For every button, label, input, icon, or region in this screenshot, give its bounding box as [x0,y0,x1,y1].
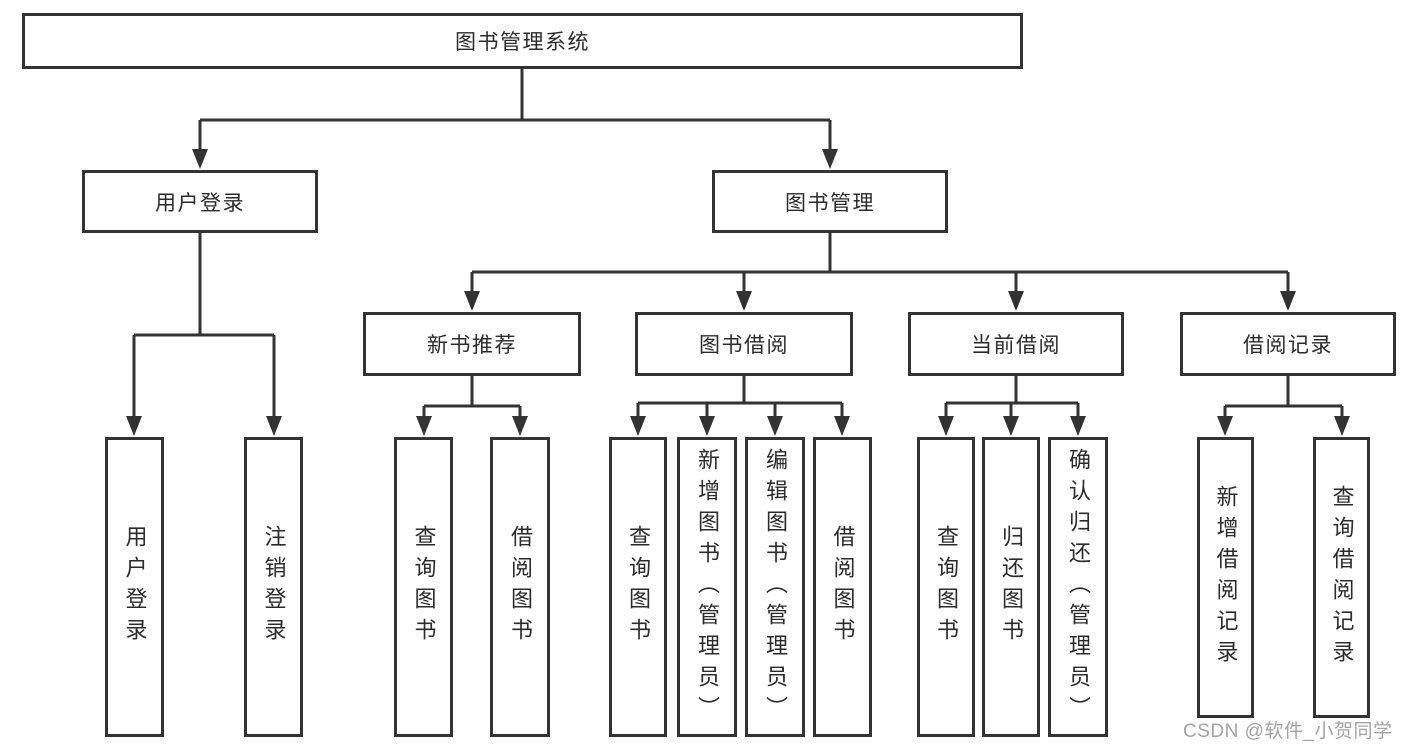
leaf-user-login-label: 用户登录 [122,525,148,649]
node-root-label: 图书管理系统 [455,31,590,54]
leaf-logout-label: 注销登录 [261,525,287,649]
node-new-book-recommend: 新书推荐 [363,312,581,376]
leaf-borrow-books-label: 借阅图书 [830,525,856,649]
watermark-text: CSDN @软件_小贺同学 [1183,721,1393,742]
leaf-user-login: 用户登录 [105,437,164,737]
leaf-edit-book-admin-label: 编辑图书（管理员） [763,447,788,727]
leaf-logout: 注销登录 [244,437,303,737]
leaf-confirm-return-admin-label: 确认归还（管理员） [1066,447,1091,727]
leaf-return-book: 归还图书 [982,437,1040,737]
leaf-add-borrow-record: 新增借阅记录 [1197,437,1254,718]
node-book-borrow: 图书借阅 [635,312,853,376]
connector-root-to-level2 [198,69,832,152]
leaf-query-books-borrow: 查询图书 [609,437,667,737]
node-borrow-records: 借阅记录 [1180,312,1396,376]
leaf-borrow-books-recommend-label: 借阅图书 [508,525,533,649]
node-book-borrow-label: 图书借阅 [699,334,789,357]
connector-book-borrow-children [636,376,844,419]
leaf-add-book-admin-label: 新增图书（管理员） [695,447,720,727]
node-root: 图书管理系统 [22,13,1023,69]
node-new-book-recommend-label: 新书推荐 [427,334,517,357]
leaf-query-books-recommend: 查询图书 [394,437,453,737]
leaf-query-books-recommend-label: 查询图书 [411,525,437,649]
leaf-query-books-current-label: 查询图书 [934,525,959,649]
connector-book-mgmt-to-level3 [470,233,1290,294]
leaf-query-books-current: 查询图书 [917,437,975,737]
connector-user-login-children [132,233,276,419]
node-current-borrow-label: 当前借阅 [971,334,1061,357]
node-user-login: 用户登录 [82,170,318,233]
arrowhead-icons [126,149,1350,436]
connector-borrow-record-children [1223,376,1344,419]
node-book-management: 图书管理 [712,170,948,233]
leaf-add-book-admin: 新增图书（管理员） [677,437,737,737]
leaf-query-books-borrow-label: 查询图书 [626,525,651,649]
leaf-query-borrow-record-label: 查询借阅记录 [1329,484,1355,671]
leaf-return-book-label: 归还图书 [999,525,1024,649]
node-user-login-label: 用户登录 [155,191,245,215]
connector-new-book-children [422,376,522,419]
node-current-borrow: 当前借阅 [908,312,1124,376]
leaf-edit-book-admin: 编辑图书（管理员） [745,437,805,737]
leaf-confirm-return-admin: 确认归还（管理员） [1048,437,1108,737]
node-borrow-records-label: 借阅记录 [1243,334,1333,357]
leaf-borrow-books: 借阅图书 [813,437,872,737]
leaf-borrow-books-recommend: 借阅图书 [490,437,550,737]
connector-current-borrow-children [944,376,1080,419]
leaf-query-borrow-record: 查询借阅记录 [1313,437,1370,718]
leaf-add-borrow-record-label: 新增借阅记录 [1213,484,1239,671]
connector-lines [132,69,1344,419]
node-book-management-label: 图书管理 [785,191,875,215]
